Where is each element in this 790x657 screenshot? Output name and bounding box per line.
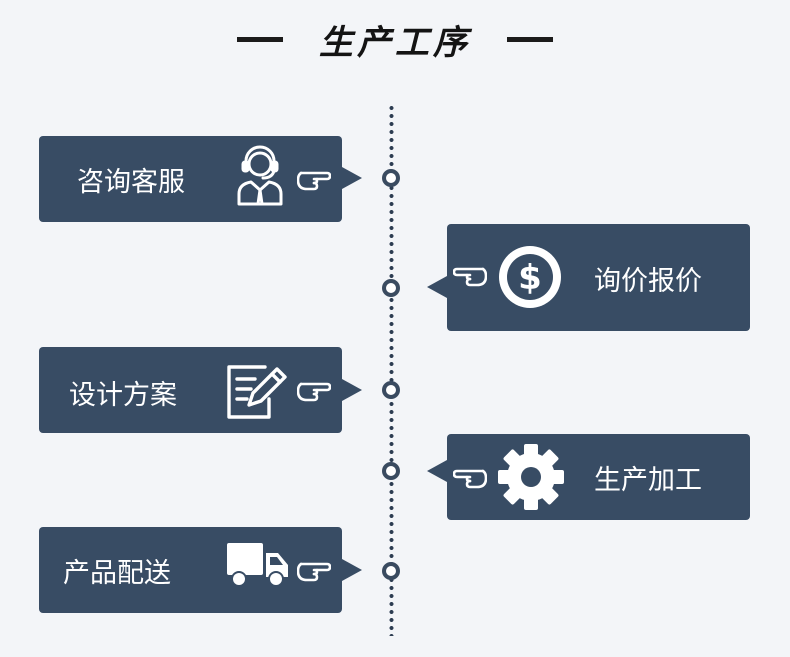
step-arrow — [342, 167, 362, 189]
step-label: 询价报价 — [594, 266, 702, 297]
delivery-truck-icon — [226, 541, 290, 589]
dollar-coin-icon: $ — [497, 244, 563, 310]
timeline-node-1 — [382, 169, 400, 187]
step-card-delivery: 产品配送 — [39, 527, 342, 613]
step-label: 产品配送 — [63, 558, 171, 589]
pointing-hand-icon — [297, 377, 331, 403]
customer-service-headset-icon — [231, 142, 289, 208]
title-left-dash — [237, 36, 283, 42]
pointing-hand-icon — [453, 464, 487, 490]
document-pen-icon — [225, 359, 291, 421]
timeline-node-3 — [382, 381, 400, 399]
step-arrow — [342, 379, 362, 401]
pointing-hand-icon — [297, 557, 331, 583]
step-arrow — [342, 559, 362, 581]
timeline-node-5 — [382, 562, 400, 580]
timeline-node-2 — [382, 279, 400, 297]
step-card-production: 生产加工 — [447, 434, 750, 520]
step-label: 设计方案 — [69, 380, 177, 411]
step-arrow — [427, 276, 447, 298]
pointing-hand-icon — [297, 166, 331, 192]
step-label: 生产加工 — [594, 465, 702, 496]
step-card-quote: $ 询价报价 — [447, 224, 750, 331]
step-arrow — [427, 460, 447, 482]
timeline-dotted-line — [389, 104, 394, 636]
timeline-node-4 — [382, 462, 400, 480]
svg-text:$: $ — [518, 258, 542, 298]
step-card-consult: 咨询客服 — [39, 136, 342, 222]
title-bar: 生产工序 — [0, 14, 790, 64]
page-title: 生产工序 — [319, 22, 471, 63]
gear-icon — [497, 443, 565, 511]
pointing-hand-icon — [453, 262, 487, 288]
title-right-dash — [507, 36, 553, 42]
step-card-design: 设计方案 — [39, 347, 342, 433]
step-label: 咨询客服 — [77, 167, 185, 198]
